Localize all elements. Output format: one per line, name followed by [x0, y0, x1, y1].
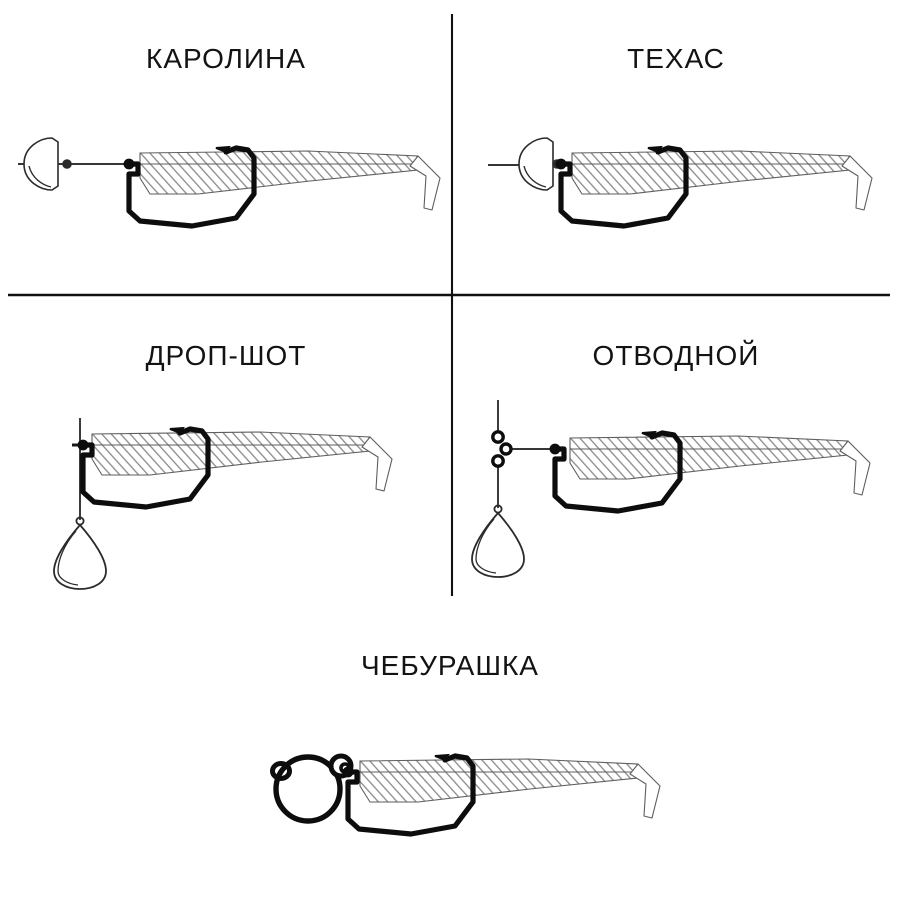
bullet-sinker-texas	[518, 137, 554, 191]
soft-plastic-lure-cheburashka	[359, 758, 661, 819]
panel-title-dropshot: ДРОП-ШОТ	[145, 340, 307, 371]
rig-otvodnoy	[471, 400, 871, 578]
panel-dividers	[8, 14, 890, 596]
bullet-sinker-carolina	[23, 137, 59, 191]
soft-plastic-lure-texas	[571, 150, 873, 211]
teardrop-sinker-otvodnoy	[471, 504, 525, 578]
rig-carolina	[18, 137, 441, 226]
soft-plastic-lure-dropshot	[91, 431, 393, 492]
rig-dropshot	[53, 418, 393, 590]
rig-cheburashka	[270, 754, 661, 834]
line-eyelet-cheburashka	[270, 761, 292, 781]
panel-title-otvodnoy: ОТВОДНОЙ	[592, 340, 760, 371]
teardrop-sinker-dropshot	[53, 516, 107, 590]
panel-title-texas: ТЕХАС	[627, 43, 725, 74]
bead-carolina	[62, 159, 72, 169]
three-way-swivel-otvodnoy	[491, 430, 513, 468]
soft-plastic-lure-carolina	[139, 150, 441, 211]
rig-texas	[488, 137, 873, 226]
soft-plastic-lure-otvodnoy	[569, 435, 871, 496]
ball-sinker-cheburashka	[273, 754, 343, 824]
panel-title-carolina: КАРОЛИНА	[146, 43, 306, 74]
panel-title-cheburashka: ЧЕБУРАШКА	[361, 650, 539, 681]
